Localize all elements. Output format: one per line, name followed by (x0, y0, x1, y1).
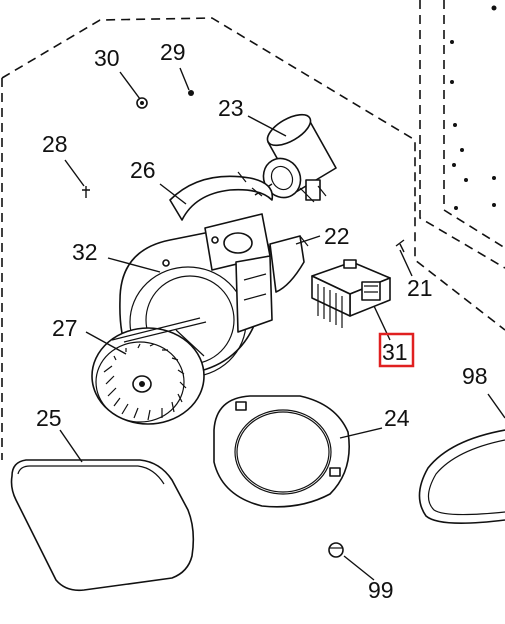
callout-24[interactable]: 24 (384, 405, 410, 431)
callout-labels: 30 29 23 28 26 22 32 21 27 31 98 25 24 9… (36, 39, 488, 603)
callout-27[interactable]: 27 (52, 315, 78, 341)
part-22-bracket[interactable] (269, 235, 309, 293)
part-25-panel[interactable] (10, 459, 195, 592)
leader-lines (59, 67, 505, 581)
part-26-bracket[interactable] (169, 171, 274, 221)
callout-98[interactable]: 98 (462, 363, 488, 389)
assembly-outline (1, 17, 505, 460)
callout-28[interactable]: 28 (42, 131, 68, 157)
part-31-resistor[interactable] (311, 259, 391, 328)
part-30-nut[interactable] (136, 97, 148, 109)
callout-99[interactable]: 99 (368, 577, 394, 603)
part-28-screw[interactable] (82, 186, 90, 198)
callout-31[interactable]: 31 (382, 339, 408, 365)
callout-31-highlight (378, 332, 415, 368)
part-29-screw[interactable] (188, 90, 194, 96)
callout-26[interactable]: 26 (130, 157, 156, 183)
callout-32[interactable]: 32 (72, 239, 98, 265)
part-24-gasket[interactable] (213, 395, 350, 508)
callout-21[interactable]: 21 (407, 275, 433, 301)
callout-23[interactable]: 23 (218, 95, 244, 121)
part-98-belt[interactable] (418, 429, 505, 524)
part-27-blower-wheel[interactable] (91, 317, 207, 425)
cabinet-holes (450, 5, 497, 210)
callout-29[interactable]: 29 (160, 39, 186, 65)
part-21-screw[interactable] (395, 239, 405, 253)
callout-22[interactable]: 22 (324, 223, 350, 249)
callout-25[interactable]: 25 (36, 405, 62, 431)
callout-30[interactable]: 30 (94, 45, 120, 71)
part-99-cap[interactable] (328, 542, 344, 558)
cabinet-outline (419, 0, 505, 269)
